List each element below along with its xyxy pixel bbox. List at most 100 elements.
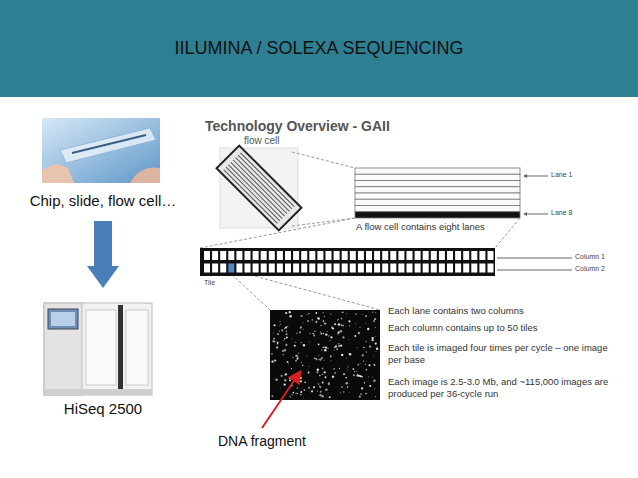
cluster-dot — [320, 325, 322, 327]
cluster-dot — [343, 373, 345, 375]
cluster-dot — [287, 361, 289, 363]
cluster-dot — [286, 337, 288, 339]
cluster-dot — [340, 345, 342, 347]
flow-cell-image — [217, 146, 302, 231]
cluster-dot — [271, 353, 273, 355]
cluster-dot — [374, 336, 376, 338]
cluster-dot — [375, 396, 376, 397]
cluster-dot — [355, 313, 357, 315]
tile — [358, 264, 364, 273]
image-caption-box: HiSeq 2500 — [18, 296, 188, 417]
image-caption-box: Chip, slide, flow cell… — [18, 112, 188, 209]
cluster-dot — [327, 348, 328, 349]
cluster-dot — [274, 324, 276, 326]
cluster-dot — [369, 346, 371, 348]
cluster-dot — [296, 387, 298, 389]
tile — [431, 251, 437, 260]
cluster-dot — [329, 396, 331, 398]
cluster-dot — [272, 340, 274, 342]
cluster-dot — [324, 349, 326, 351]
cluster-dot — [273, 338, 275, 340]
cluster-dot — [319, 375, 320, 376]
tile — [390, 251, 396, 260]
tile — [293, 251, 299, 260]
cluster-dot — [373, 355, 375, 357]
tile — [309, 264, 315, 273]
cluster-dot — [373, 364, 374, 365]
tile — [398, 251, 404, 260]
label: Each lane contains two columns — [388, 305, 524, 317]
cluster-dot — [302, 397, 304, 399]
cluster-dot — [323, 360, 324, 361]
cluster-dot — [338, 331, 340, 333]
label: Each tile is imaged four times per cycle… — [388, 342, 610, 366]
cluster-dot — [362, 354, 364, 356]
lane — [355, 206, 520, 212]
tile — [204, 251, 210, 260]
tile — [350, 251, 356, 260]
cluster-dot — [289, 396, 291, 398]
cluster-dot — [319, 385, 321, 387]
tile — [463, 264, 469, 273]
cluster-dot — [330, 336, 332, 338]
cluster-dot — [320, 391, 322, 393]
cluster-dot — [361, 387, 363, 389]
cluster-dot — [308, 341, 310, 343]
cluster-dot — [280, 321, 281, 322]
cluster-dot — [336, 344, 338, 346]
tile — [309, 251, 315, 260]
tile — [236, 264, 242, 273]
tile-grid — [204, 251, 494, 273]
cluster-dot — [289, 311, 291, 313]
tile — [488, 251, 494, 260]
tile — [447, 251, 453, 260]
cluster-dot — [366, 369, 367, 370]
label: Each column contains up to 50 tiles — [388, 322, 537, 334]
cluster-dot — [367, 328, 369, 330]
cluster-dot — [322, 382, 324, 384]
cluster-dot — [310, 333, 311, 334]
cluster-dot — [328, 382, 330, 384]
cluster-dot — [373, 320, 375, 322]
slide-title: IILUMINA / SOLEXA SEQUENCING — [0, 38, 638, 59]
cluster-dot — [364, 382, 365, 383]
tile — [228, 251, 234, 260]
tile — [390, 264, 396, 273]
tile — [415, 264, 421, 273]
cluster-dot — [271, 361, 273, 363]
label: flow cell — [244, 135, 280, 148]
cluster-dot — [375, 327, 376, 328]
cluster-dot — [354, 335, 356, 337]
cluster-dots — [271, 311, 378, 398]
cluster-dot — [271, 395, 273, 397]
tile — [415, 251, 421, 260]
cluster-dot — [295, 355, 298, 358]
tile — [212, 264, 218, 273]
cluster-dot — [313, 386, 315, 388]
tile — [342, 251, 348, 260]
tile — [358, 251, 364, 260]
cluster-dot — [279, 331, 280, 332]
cluster-dot — [318, 355, 320, 357]
cluster-dot — [289, 315, 291, 317]
cluster-dot — [318, 358, 320, 360]
cluster-dot — [326, 330, 328, 332]
cluster-dot — [332, 327, 334, 329]
cluster-dot — [293, 357, 294, 358]
cluster-dot — [368, 364, 370, 366]
cluster-dot — [275, 378, 278, 381]
cluster-dot — [366, 360, 368, 362]
image-caption: Chip, slide, flow cell… — [18, 192, 188, 209]
cluster-dot — [341, 354, 343, 356]
cluster-dot — [367, 380, 369, 382]
cluster-dot — [277, 343, 279, 345]
cluster-dot — [315, 358, 317, 360]
cluster-dot — [320, 331, 321, 332]
cluster-dot — [371, 337, 373, 339]
cluster-dot — [348, 320, 350, 322]
cluster-dot — [360, 375, 362, 377]
cluster-dot — [374, 364, 376, 366]
cluster-dot — [300, 391, 302, 393]
tile — [334, 264, 340, 273]
